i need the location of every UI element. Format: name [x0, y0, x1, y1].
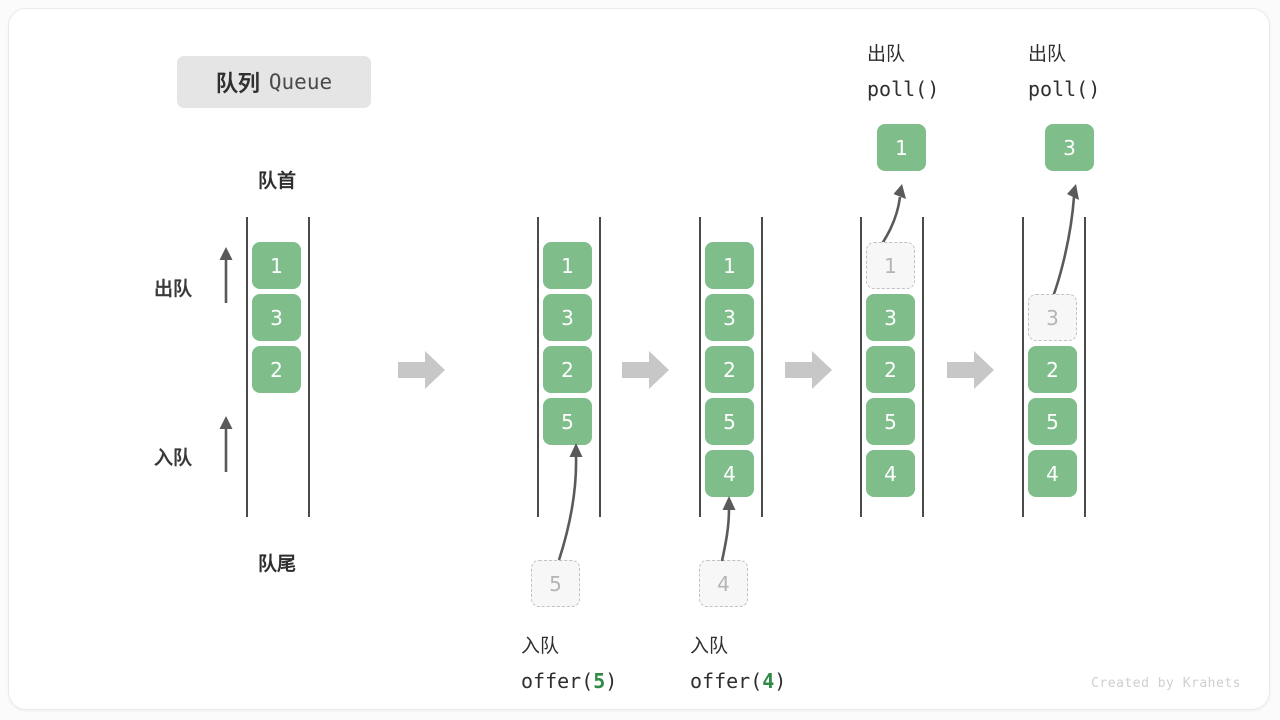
- stage-caption-offer-4: 入队 offer(4): [690, 629, 786, 699]
- removed-ghost-element: 1: [866, 242, 915, 289]
- dequeue-side-label: 出队: [154, 278, 193, 300]
- enqueue-side-label: 入队: [154, 447, 193, 469]
- caption-code: offer(4): [690, 669, 787, 693]
- queue-element: 1: [705, 242, 754, 289]
- stage-caption-poll-1: 出队 poll(): [867, 37, 939, 107]
- queue-element: 3: [252, 294, 301, 341]
- stage-transition-arrow: [947, 351, 994, 389]
- removed-ghost-element: 3: [1028, 294, 1077, 341]
- queue-element: 5: [1028, 398, 1077, 445]
- queue-element: 2: [1028, 346, 1077, 393]
- title-english: Queue: [268, 70, 333, 94]
- rail-right-stage-5: [1084, 217, 1086, 517]
- stage-transition-arrow: [622, 351, 669, 389]
- queue-element: 4: [866, 450, 915, 497]
- rail-left-stage-4: [860, 217, 862, 517]
- queue-element-new: 5: [543, 398, 592, 445]
- enqueue-motion-arrow: [557, 443, 583, 561]
- queue-element: 2: [705, 346, 754, 393]
- caption-code: poll(): [1028, 77, 1101, 101]
- rail-right-stage-1: [308, 217, 310, 517]
- caption-chinese: 入队: [521, 635, 560, 657]
- caption-code-number: 5: [593, 669, 606, 693]
- queue-element: 1: [543, 242, 592, 289]
- rail-left-stage-5: [1022, 217, 1024, 517]
- queue-element-new: 4: [705, 450, 754, 497]
- rail-right-stage-3: [761, 217, 763, 517]
- diagram-title-chip: 队列 Queue: [177, 56, 371, 108]
- queue-element: 1: [252, 242, 301, 289]
- rail-left-stage-1: [246, 217, 248, 517]
- incoming-ghost-element: 4: [699, 560, 748, 607]
- stage-transition-arrow: [398, 351, 445, 389]
- caption-code-number: 4: [762, 669, 775, 693]
- queue-head-label: 队首: [257, 170, 296, 192]
- diagram-card: 队列 Queue 队首 队尾 出队 入队 1 3 2 1 3: [8, 8, 1270, 710]
- queue-element: 3: [543, 294, 592, 341]
- queue-tail-label: 队尾: [257, 553, 296, 575]
- stage-caption-offer-5: 入队 offer(5): [521, 629, 617, 699]
- caption-code: offer(5): [521, 669, 618, 693]
- queue-element: 2: [252, 346, 301, 393]
- queue-element: 2: [543, 346, 592, 393]
- caption-chinese: 出队: [1028, 43, 1067, 65]
- footer-credit: Created by Krahets: [1091, 676, 1241, 691]
- rail-left-stage-3: [699, 217, 701, 517]
- queue-element: 4: [1028, 450, 1077, 497]
- stage-caption-poll-3: 出队 poll(): [1028, 37, 1100, 107]
- dequeue-direction-arrow: [219, 247, 233, 303]
- rail-right-stage-2: [599, 217, 601, 517]
- caption-chinese: 入队: [690, 635, 729, 657]
- queue-element: 5: [705, 398, 754, 445]
- queue-element: 5: [866, 398, 915, 445]
- incoming-ghost-element: 5: [531, 560, 580, 607]
- queue-element: 2: [866, 346, 915, 393]
- popped-element: 1: [877, 124, 926, 171]
- queue-element: 3: [866, 294, 915, 341]
- enqueue-direction-arrow: [219, 416, 233, 472]
- enqueue-motion-arrow: [720, 496, 736, 562]
- stage-transition-arrow: [785, 351, 832, 389]
- rail-left-stage-2: [537, 217, 539, 517]
- caption-chinese: 出队: [867, 43, 906, 65]
- popped-element: 3: [1045, 124, 1094, 171]
- caption-code: poll(): [867, 77, 940, 101]
- queue-element: 3: [705, 294, 754, 341]
- rail-right-stage-4: [922, 217, 924, 517]
- title-chinese: 队列: [215, 72, 260, 97]
